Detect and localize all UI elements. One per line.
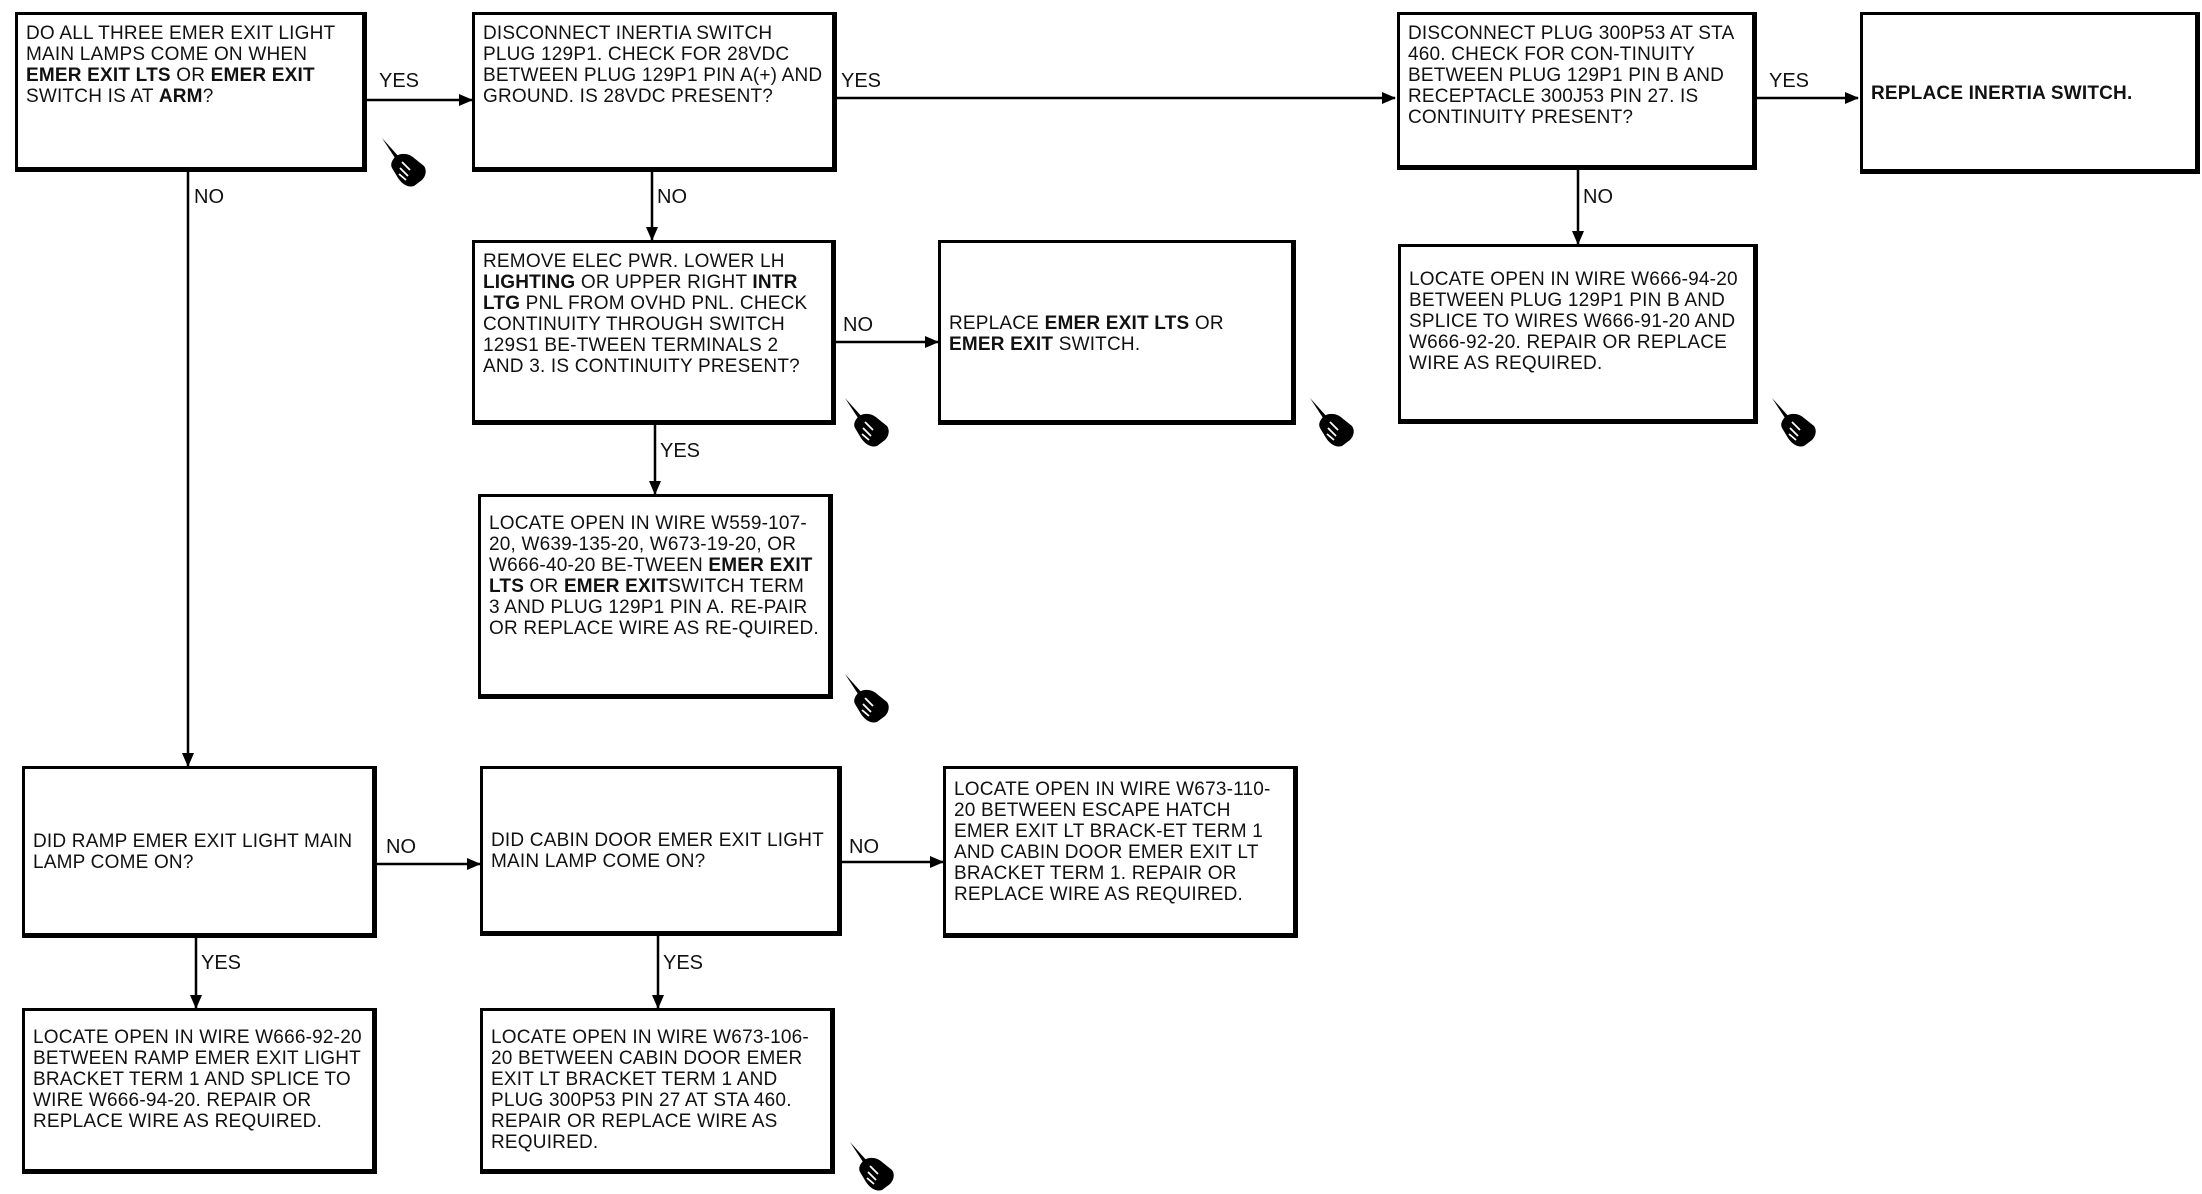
edge-label-no: NO xyxy=(842,314,874,336)
box-text: DISCONNECT INERTIA SWITCH PLUG 129P1. CH… xyxy=(483,23,823,107)
step-remove-elec-pwr: REMOVE ELEC PWR. LOWER LH LIGHTING OR UP… xyxy=(472,240,836,425)
box-text: LOCATE OPEN IN WIRE W559-107-20, W639-13… xyxy=(489,513,807,576)
emphasis-text: INTR LTG xyxy=(483,272,798,314)
edge-label-yes: YES xyxy=(1768,70,1811,92)
emphasis-text: EMER EXIT LTS xyxy=(489,555,813,597)
step-disconnect-inertia-switch: DISCONNECT INERTIA SWITCH PLUG 129P1. CH… xyxy=(472,12,837,172)
emphasis-text: LIGHTING xyxy=(483,272,576,293)
box-text: DID RAMP EMER EXIT LIGHT MAIN LAMP COME … xyxy=(33,831,353,873)
box-text: OR UPPER RIGHT xyxy=(575,272,753,293)
box-text: DISCONNECT PLUG 300P53 AT STA 460. CHECK… xyxy=(1408,23,1734,128)
emphasis-text: ARM xyxy=(158,86,203,107)
action-locate-open-w666-92: LOCATE OPEN IN WIRE W666-92-20 BETWEEN R… xyxy=(22,1008,377,1174)
emphasis-text: EMER EXIT LTS xyxy=(1044,313,1190,334)
box-text: SWITCH. xyxy=(1053,334,1141,355)
box-text: DID CABIN DOOR EMER EXIT LIGHT MAIN LAMP… xyxy=(491,830,824,872)
emphasis-text: EMER EXIT xyxy=(949,334,1054,355)
question-cabin-door-lamp: DID CABIN DOOR EMER EXIT LIGHT MAIN LAMP… xyxy=(480,766,842,936)
pointing-hand-icon xyxy=(850,1142,894,1191)
box-text: LOCATE OPEN IN WIRE W666-94-20 BETWEEN P… xyxy=(1409,269,1738,374)
edge-label-yes: YES xyxy=(662,952,705,974)
box-text: ? xyxy=(202,86,214,107)
action-locate-open-w666-94: LOCATE OPEN IN WIRE W666-94-20 BETWEEN P… xyxy=(1398,244,1758,424)
action-locate-open-w673-110: LOCATE OPEN IN WIRE W673-110-20 BETWEEN … xyxy=(943,766,1298,938)
box-text: REMOVE ELEC PWR. LOWER LH xyxy=(483,251,785,272)
pointing-hand-icon xyxy=(845,674,889,723)
box-text: LOCATE OPEN IN WIRE W666-92-20 BETWEEN R… xyxy=(33,1027,362,1132)
edge-label-no: NO xyxy=(193,186,225,208)
box-text: REPLACE xyxy=(949,313,1045,334)
box-text: REPLACE INERTIA SWITCH. xyxy=(1871,82,2133,104)
edge-label-no: NO xyxy=(656,186,688,208)
emphasis-text: EMER EXIT xyxy=(563,576,669,597)
edge-label-no: NO xyxy=(385,836,417,858)
emphasis-text: EMER EXIT xyxy=(210,65,315,86)
box-text: PNL FROM OVHD PNL. CHECK CONTINUITY THRO… xyxy=(483,293,808,377)
step-disconnect-plug-300p53: DISCONNECT PLUG 300P53 AT STA 460. CHECK… xyxy=(1397,12,1757,170)
question-all-three-lamps: DO ALL THREE EMER EXIT LIGHT MAIN LAMPS … xyxy=(15,12,367,172)
pointing-hand-icon xyxy=(1310,398,1354,447)
box-text: OR xyxy=(1189,313,1224,334)
box-text: LOCATE OPEN IN WIRE W673-110-20 BETWEEN … xyxy=(954,779,1271,905)
box-text: SWITCH TERM 3 AND PLUG 129P1 PIN A. RE-P… xyxy=(489,576,819,639)
edge-label-yes: YES xyxy=(378,70,421,92)
edge-label-no: NO xyxy=(848,836,880,858)
box-text: LOCATE OPEN IN WIRE W673-106-20 BETWEEN … xyxy=(491,1027,809,1153)
edge-label-yes: YES xyxy=(659,440,702,462)
box-text: OR xyxy=(524,576,564,597)
edge-label-no: NO xyxy=(1582,186,1614,208)
question-ramp-lamp: DID RAMP EMER EXIT LIGHT MAIN LAMP COME … xyxy=(22,766,377,938)
box-text: SWITCH IS AT xyxy=(26,86,159,107)
emphasis-text: EMER EXIT LTS xyxy=(26,65,171,86)
box-text: DO ALL THREE EMER EXIT LIGHT MAIN LAMPS … xyxy=(26,23,335,65)
edge-label-yes: YES xyxy=(200,952,243,974)
action-locate-open-w673-106: LOCATE OPEN IN WIRE W673-106-20 BETWEEN … xyxy=(480,1008,835,1174)
pointing-hand-icon xyxy=(1772,398,1816,447)
action-replace-switch: REPLACE EMER EXIT LTS OR EMER EXIT SWITC… xyxy=(938,240,1296,425)
pointing-hand-icon xyxy=(382,138,426,187)
edge-label-yes: YES xyxy=(840,70,883,92)
box-text: OR xyxy=(170,65,211,86)
pointing-hand-icon xyxy=(845,398,889,447)
action-locate-open-w559: LOCATE OPEN IN WIRE W559-107-20, W639-13… xyxy=(478,494,833,699)
action-replace-inertia-switch: REPLACE INERTIA SWITCH. xyxy=(1860,12,2200,174)
